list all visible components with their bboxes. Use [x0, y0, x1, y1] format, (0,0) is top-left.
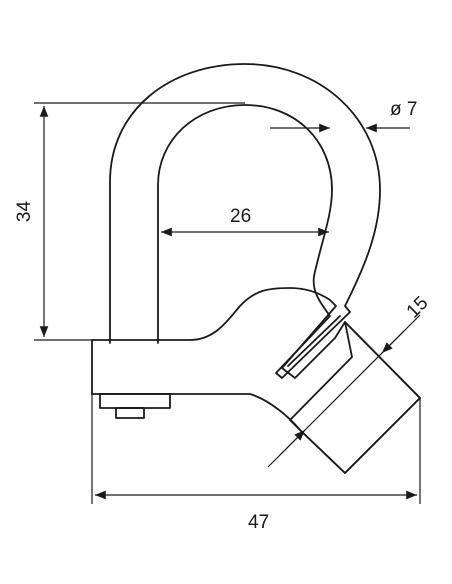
shackle-hook-slot	[287, 315, 341, 367]
dim-15-arrow-b	[381, 314, 421, 354]
dimension-label-diameter: ø 7	[390, 99, 418, 120]
bottom-plug	[99, 393, 171, 409]
lock-body-outline	[91, 287, 421, 474]
dimension-label-47: 47	[248, 512, 270, 533]
dimension-label-26: 26	[230, 206, 252, 227]
dimension-label-34: 34	[14, 200, 36, 223]
bottom-plug-nub	[115, 407, 145, 419]
dim-15-arrow-a	[267, 429, 306, 468]
